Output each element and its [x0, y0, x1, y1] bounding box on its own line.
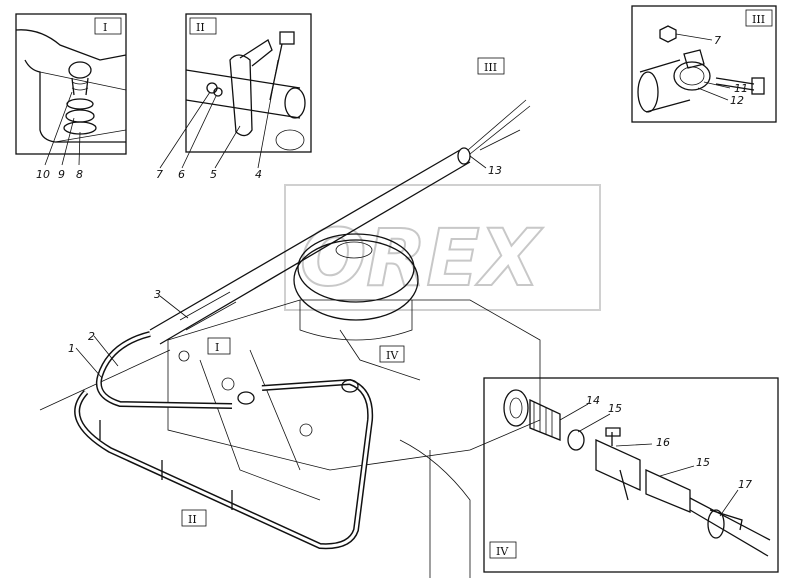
- main-callouts: 1 2 3 13: [68, 155, 502, 379]
- engine-block: [39, 233, 541, 578]
- inset-4: IV 14 15 16 15 17: [483, 377, 779, 573]
- inset-3-tag: III: [752, 13, 765, 26]
- callout-16: 16: [656, 436, 670, 449]
- callout-11: 11: [734, 82, 748, 95]
- callout-9: 9: [58, 168, 65, 181]
- callout-10: 10: [36, 168, 50, 181]
- view-marker-1: I: [215, 341, 219, 354]
- callout-14: 14: [586, 394, 600, 407]
- inset-2-tag: II: [196, 21, 205, 34]
- view-marker-3: III: [484, 61, 497, 74]
- callout-15: 15: [608, 402, 622, 415]
- fuel-hose: [74, 331, 374, 550]
- callout-3: 3: [154, 288, 161, 301]
- inset-3: III 7 11 12: [631, 5, 777, 123]
- view-marker-4: IV: [386, 349, 399, 362]
- callout-1: 1: [68, 342, 75, 355]
- callout-6: 6: [178, 168, 185, 181]
- inset-1-tag: I: [103, 21, 107, 34]
- callout-7b: 7: [714, 34, 721, 47]
- callout-15b: 15: [696, 456, 710, 469]
- tank-assembly: [149, 99, 531, 345]
- callout-4: 4: [255, 168, 262, 181]
- inset-4-tag: IV: [496, 545, 509, 558]
- callout-12: 12: [730, 94, 744, 107]
- callout-17: 17: [738, 478, 752, 491]
- callout-7: 7: [156, 168, 163, 181]
- inset-1: I 10 9 8: [15, 13, 127, 181]
- view-marker-2: II: [188, 513, 197, 526]
- callout-2: 2: [88, 330, 95, 343]
- watermark-text: OREX: [300, 214, 544, 304]
- callout-8: 8: [76, 168, 83, 181]
- watermark: OREX: [284, 184, 601, 311]
- callout-13: 13: [488, 164, 502, 177]
- inset-2: II 7 6 5 4: [156, 13, 312, 181]
- callout-5: 5: [210, 168, 217, 181]
- view-markers: I II III IV: [181, 57, 505, 527]
